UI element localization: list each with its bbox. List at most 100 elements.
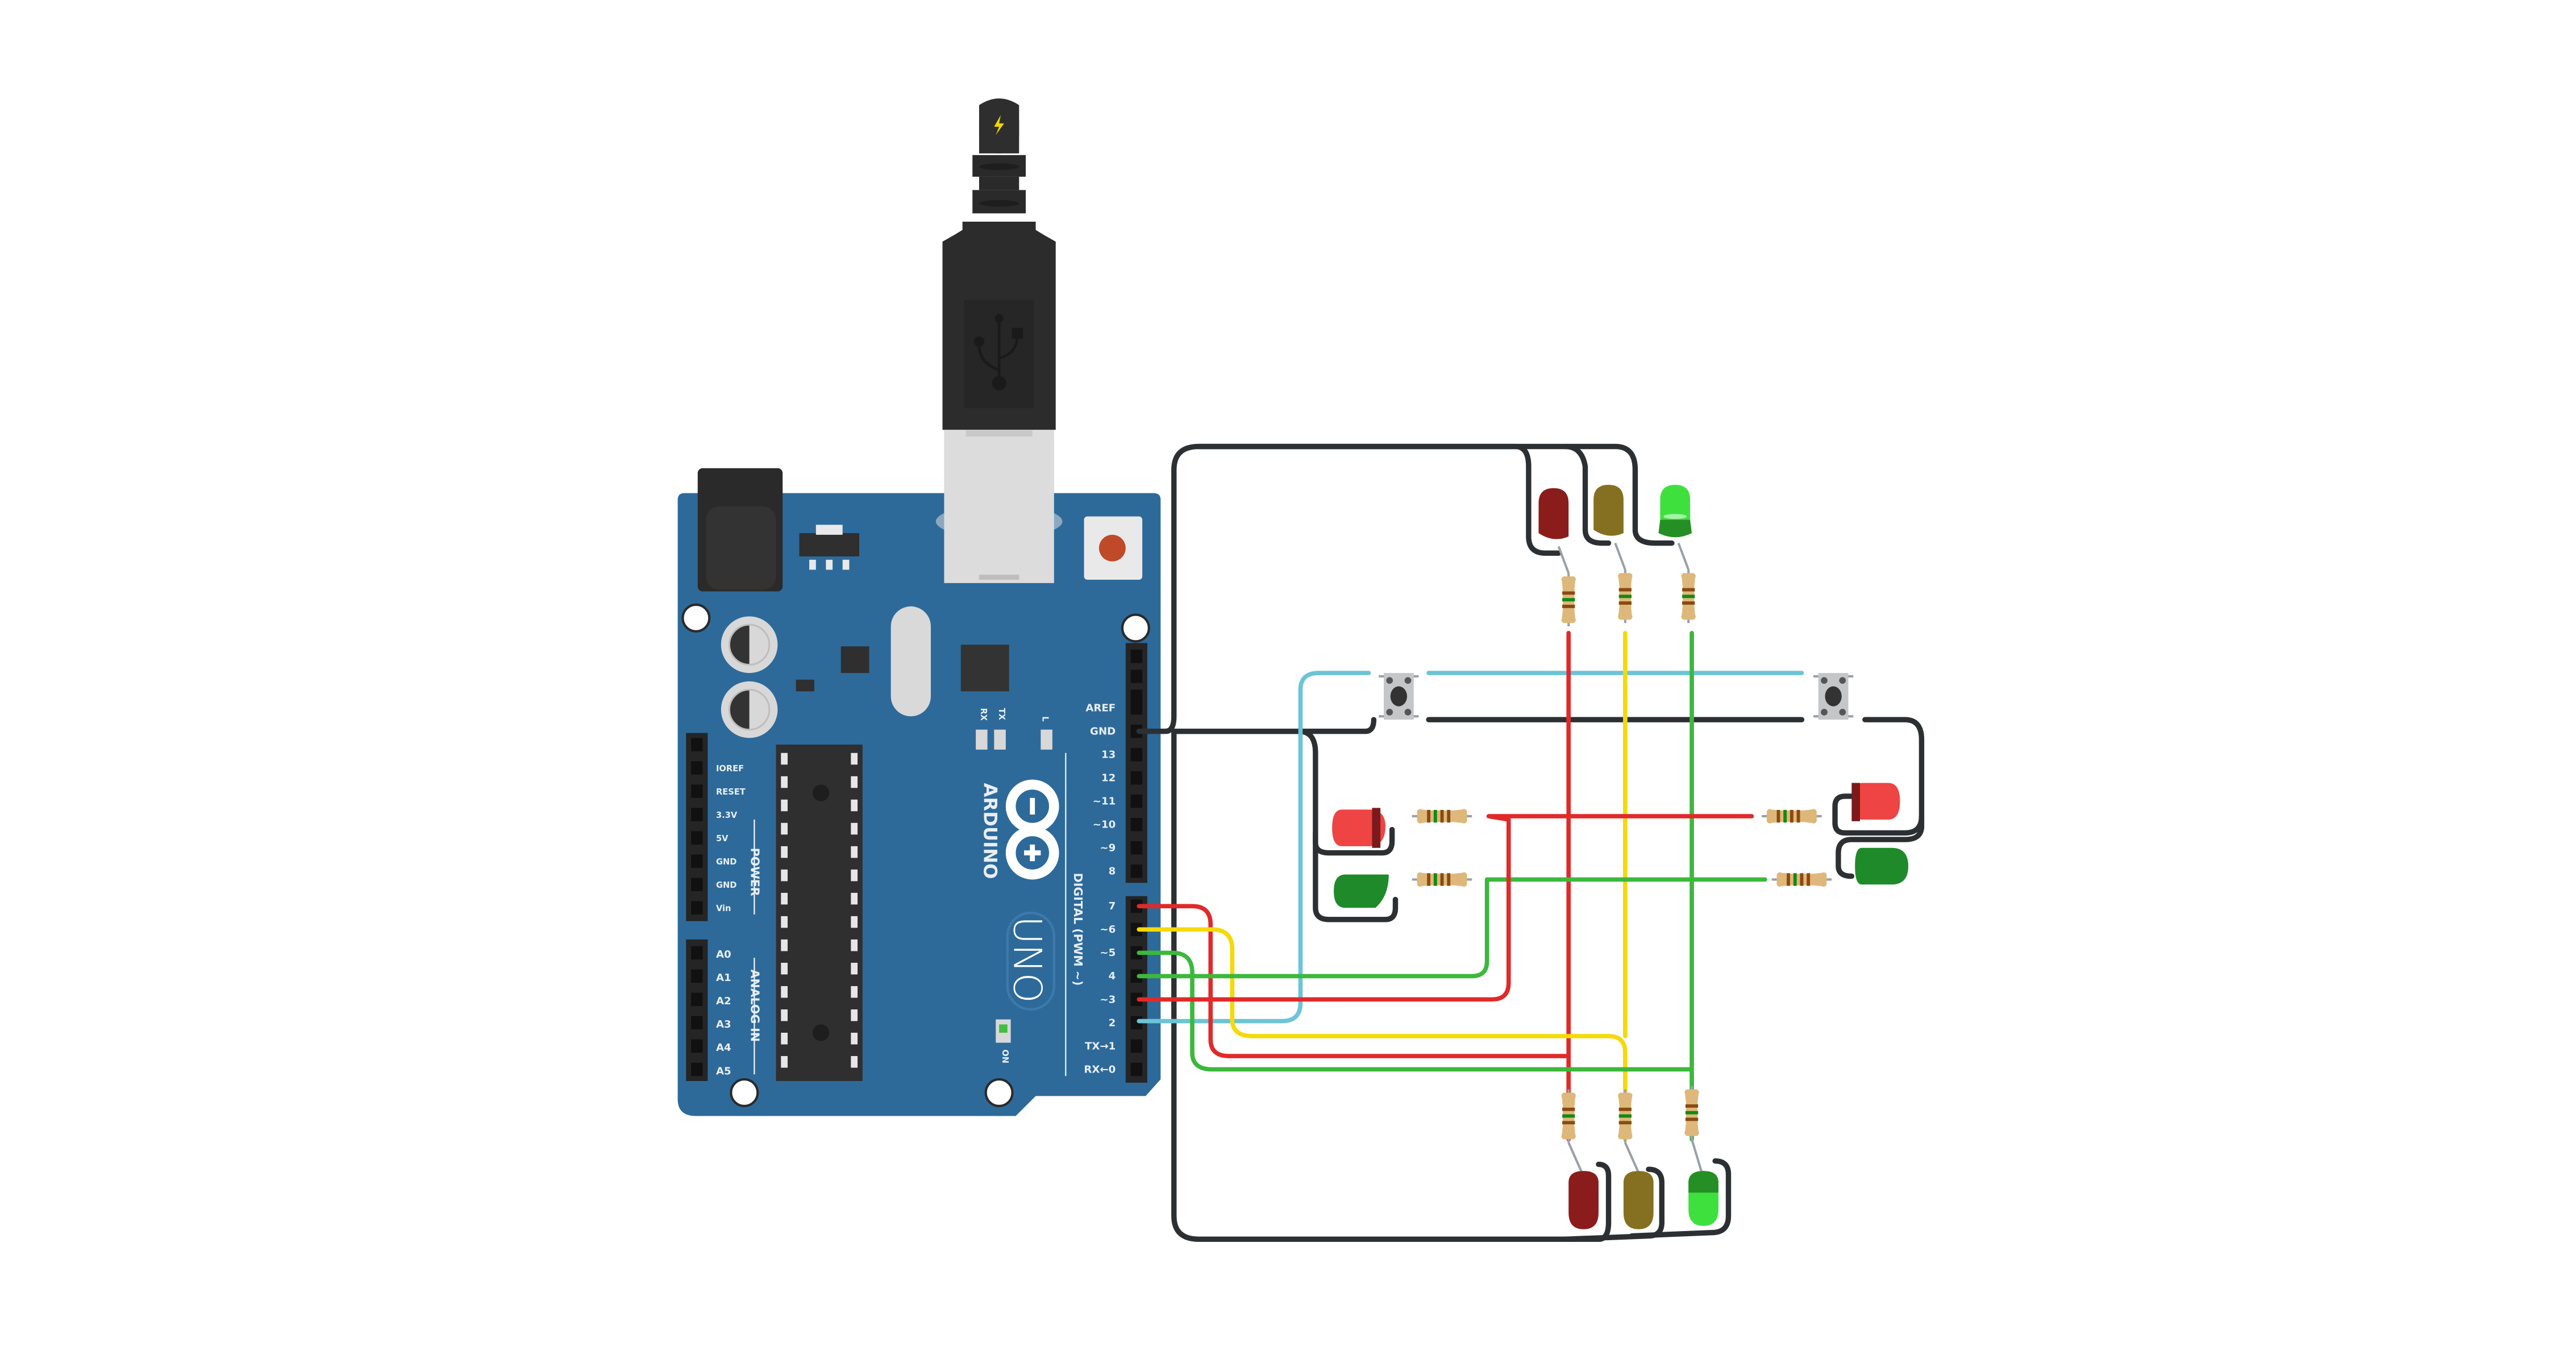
analog-pin[interactable] [691, 946, 703, 960]
traffic-yellow-wire[interactable] [1137, 630, 1628, 1142]
mounting-hole [681, 603, 711, 633]
analog-pin[interactable] [691, 1062, 703, 1076]
l-led-label: L [1040, 716, 1050, 721]
rx-led-label: RX [979, 708, 988, 721]
digital-pin-label: ~6 [1100, 924, 1116, 936]
led-red-ped-right-lit [1851, 783, 1900, 821]
digital-pin[interactable] [1130, 670, 1143, 683]
digital-pin-label: ~9 [1100, 842, 1116, 854]
digital-pin-label: 7 [1109, 900, 1116, 912]
digital-pin-label: ~3 [1100, 993, 1116, 1005]
pedestrian-red-wire[interactable] [1137, 814, 1754, 1002]
traffic-light-bottom [1562, 1086, 1718, 1229]
analog-pin-label: A3 [716, 1019, 731, 1030]
digital-pin-label: 2 [1109, 1017, 1116, 1029]
digital-pin-label: TX→1 [1085, 1040, 1116, 1052]
mounting-hole [984, 1078, 1014, 1108]
mounting-hole [1121, 613, 1150, 643]
resistor [1618, 570, 1632, 623]
digital-pin-label: AREF [1085, 702, 1116, 714]
pushbutton-right[interactable] [1813, 673, 1853, 720]
power-pin-label: Vin [716, 904, 731, 913]
resistor [1412, 872, 1472, 887]
digital-pin[interactable] [1130, 771, 1143, 785]
led-green-ped-left [1334, 874, 1389, 908]
digital-pin-label: 8 [1109, 866, 1116, 878]
led-yellow-bottom [1623, 1171, 1654, 1229]
power-header[interactable] [686, 733, 708, 921]
digital-pin[interactable] [1130, 689, 1143, 703]
digital-pin-label: 4 [1109, 970, 1116, 982]
power-pin-label: GND [716, 880, 736, 890]
digital-pin[interactable] [1130, 864, 1143, 878]
digital-pin[interactable] [1130, 969, 1143, 983]
atmega328-chip [776, 745, 863, 1082]
analog-pin[interactable] [691, 1039, 703, 1053]
power-pin[interactable] [691, 761, 703, 775]
digital-pin[interactable] [1130, 841, 1143, 855]
traffic-green-wire[interactable] [1137, 630, 1694, 1142]
digital-pin[interactable] [1130, 946, 1143, 960]
analog-pin[interactable] [691, 992, 703, 1007]
digital-section-label: DIGITAL (PWM ~) [1071, 873, 1085, 986]
usb-icon [973, 314, 1023, 390]
led-red-bottom [1568, 1171, 1599, 1229]
power-pin-label: RESET [716, 787, 746, 797]
digital-pin[interactable] [1130, 1039, 1143, 1053]
arduino-brand-text: ARDUINO [980, 783, 1001, 879]
analog-pin-label: A1 [716, 972, 731, 984]
digital-pin-label: 13 [1101, 749, 1116, 761]
digital-pin[interactable] [1130, 650, 1143, 663]
digital-pin[interactable] [1130, 922, 1143, 937]
digital-pin-label: ~5 [1100, 947, 1116, 959]
on-led-label: ON [1000, 1049, 1010, 1063]
analog-section-label: ANALOG IN [748, 970, 762, 1042]
digital-header[interactable] [1125, 643, 1147, 1083]
reset-button[interactable] [1084, 516, 1143, 580]
digital-pin[interactable] [1130, 1062, 1143, 1076]
digital-pin[interactable] [1130, 747, 1143, 762]
digital-pin-label: 12 [1101, 772, 1116, 784]
resistor [1772, 872, 1832, 887]
digital-pin[interactable] [1130, 992, 1143, 1007]
analog-header[interactable] [686, 939, 708, 1082]
pushbutton-left[interactable] [1379, 673, 1418, 720]
analog-pin-label: A4 [716, 1042, 731, 1054]
power-section-label: POWER [748, 848, 762, 896]
digital-pin[interactable] [1130, 795, 1143, 808]
resistor [1562, 573, 1576, 626]
power-pin[interactable] [691, 901, 703, 914]
power-pin[interactable] [691, 878, 703, 891]
led-green-ped-right [1855, 847, 1908, 885]
led-green-top-lit [1658, 484, 1692, 538]
button-wire[interactable] [1137, 671, 1804, 1024]
arduino-logo [1005, 779, 1059, 880]
resistor [1412, 809, 1472, 823]
resistor [1684, 1086, 1699, 1140]
led-green-bottom-lit [1688, 1171, 1718, 1226]
power-pin[interactable] [691, 808, 703, 821]
analog-pin-label: A2 [716, 995, 731, 1007]
digital-pin[interactable] [1130, 701, 1143, 715]
analog-pin[interactable] [691, 1016, 703, 1030]
ground-wires[interactable] [1136, 443, 1925, 1242]
power-pin[interactable] [691, 831, 703, 845]
digital-pin[interactable] [1130, 899, 1143, 913]
digital-pin-label: ~11 [1093, 796, 1116, 808]
led-yellow-top [1593, 484, 1624, 536]
led-red-top [1538, 488, 1569, 539]
traffic-light-top [1538, 484, 1696, 626]
resistor [1682, 570, 1696, 623]
power-pin-label: 3.3V [716, 810, 738, 820]
power-pin[interactable] [691, 784, 703, 798]
arduino-uno-board[interactable]: RX TX L ARDUINO UNO ON [677, 437, 1161, 1116]
power-pin[interactable] [691, 738, 703, 751]
digital-pin[interactable] [1130, 818, 1143, 832]
power-pin[interactable] [691, 854, 703, 868]
resistor [1762, 809, 1821, 823]
power-pin-label: IOREF [716, 764, 744, 774]
analog-pin[interactable] [691, 969, 703, 983]
traffic-red-wire[interactable] [1137, 630, 1571, 1142]
pedestrian-green-wire[interactable] [1137, 877, 1767, 979]
